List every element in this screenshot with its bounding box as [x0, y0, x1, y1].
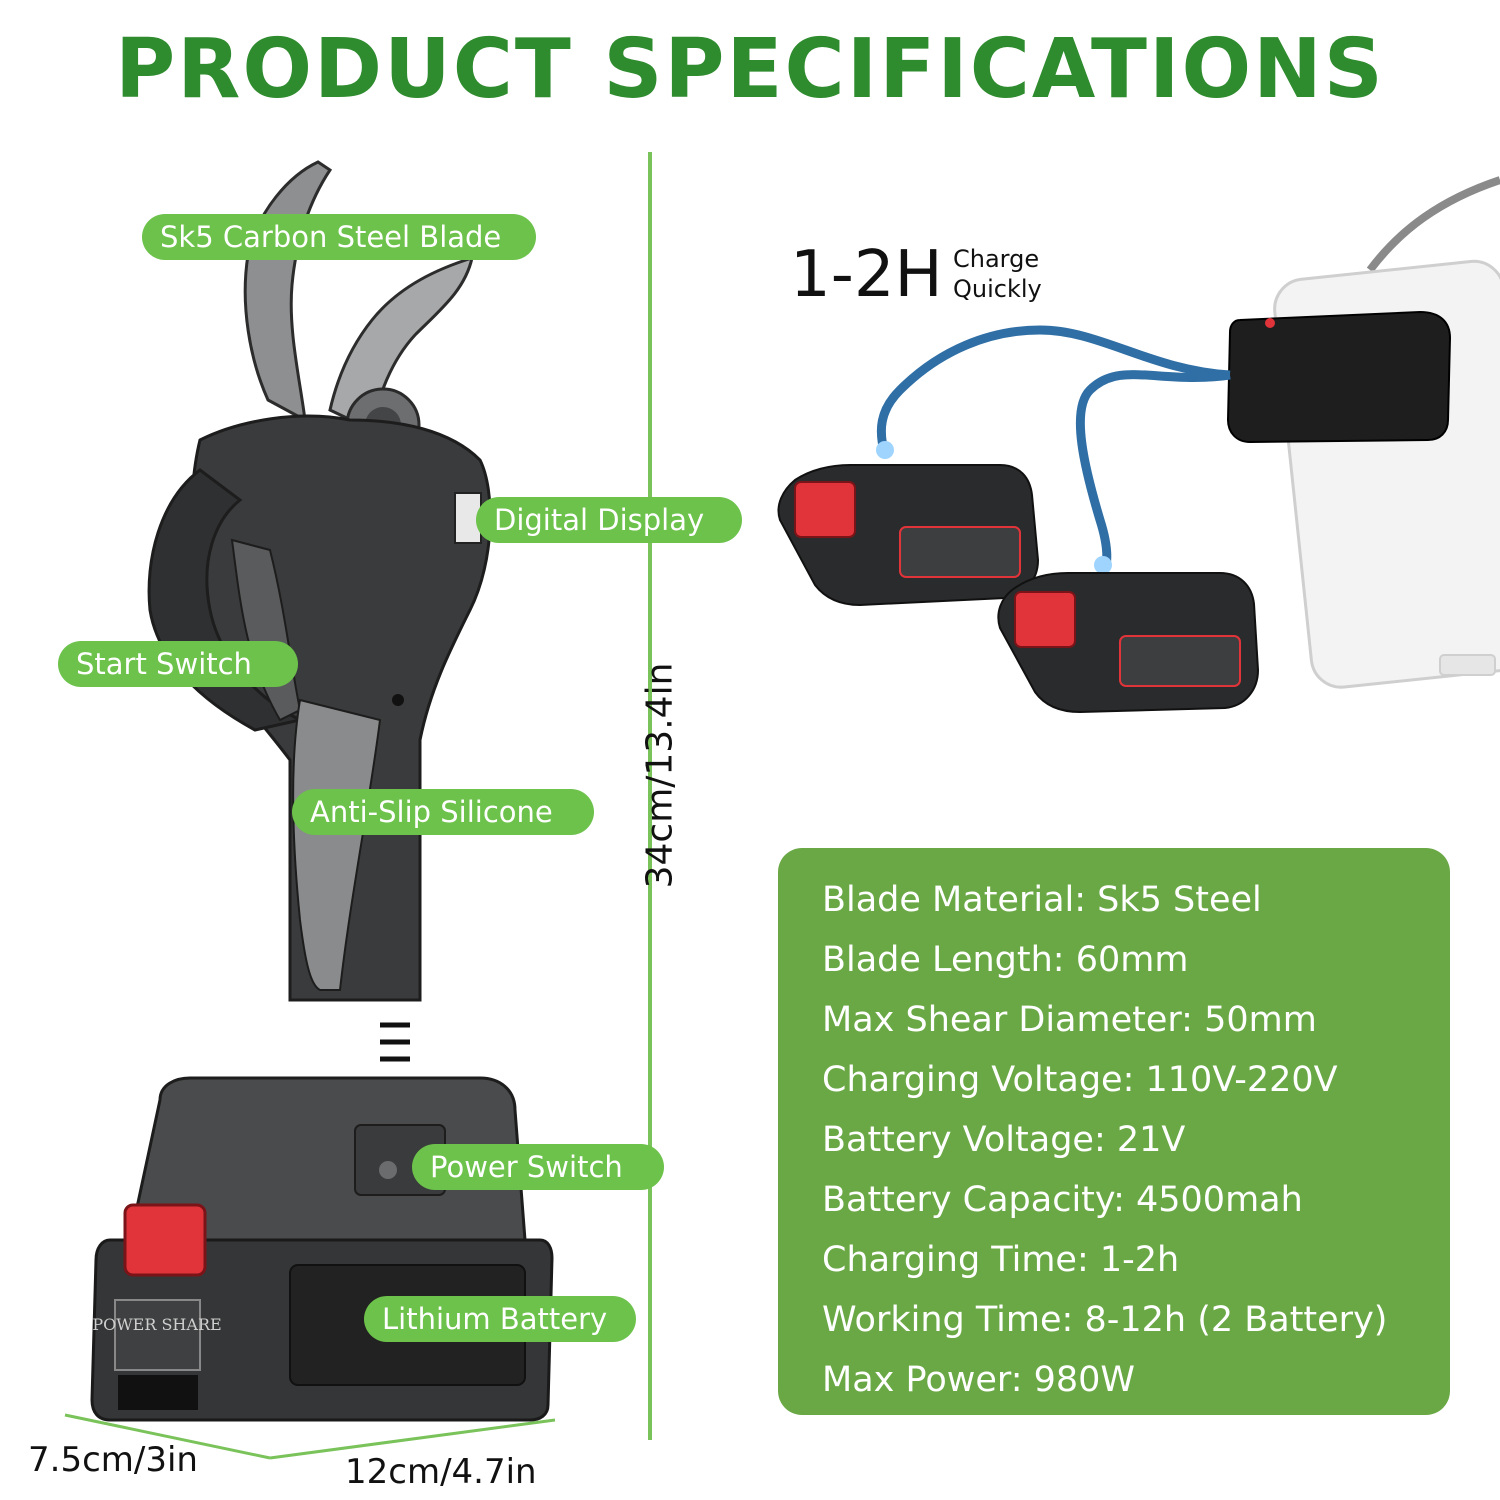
power-cable	[1366, 176, 1500, 273]
label-digital-display: Digital Display	[476, 497, 742, 543]
spec-line: Working Time: 8-12h (2 Battery)	[822, 1300, 1388, 1340]
battery-release-button	[123, 1203, 207, 1277]
page-title: PRODUCT SPECIFICATIONS	[115, 22, 1385, 117]
battery-housing	[128, 1076, 527, 1242]
label-start-switch: Start Switch	[58, 641, 298, 687]
charge-caption-line-1: Charge	[953, 245, 1040, 273]
power-switch-button	[379, 1161, 397, 1179]
cutting-blade	[328, 255, 475, 433]
label-anti-slip-silicone: Anti-Slip Silicone	[292, 789, 594, 835]
battery-branding: POWER SHARE	[92, 1315, 221, 1334]
height-dimension-label: 34cm/13.4in	[639, 662, 681, 889]
spec-line: Battery Capacity: 4500mah	[822, 1180, 1303, 1220]
label-lithium-battery: Lithium Battery	[364, 1296, 636, 1342]
spec-line: Max Power: 980W	[822, 1360, 1136, 1400]
charging-setup	[777, 176, 1500, 714]
label-blade: Sk5 Carbon Steel Blade	[142, 214, 536, 260]
spec-line: Blade Length: 60mm	[822, 940, 1189, 980]
charge-time: 1-2H	[790, 238, 943, 312]
label-power-switch: Power Switch	[412, 1144, 664, 1190]
depth-dimension-line	[64, 1413, 271, 1460]
charging-cable-1	[876, 325, 1231, 457]
spec-line: Charging Voltage: 110V-220V	[822, 1060, 1338, 1100]
charge-caption-line-2: Quickly	[953, 275, 1042, 303]
spare-battery-1	[777, 464, 1040, 607]
charger-adapter	[1226, 310, 1452, 444]
depth-dimension-label: 7.5cm/3in	[28, 1440, 198, 1480]
hook-blade	[243, 160, 333, 423]
charge-quickly-caption: Charge Quickly	[953, 244, 1042, 304]
spec-line: Max Shear Diameter: 50mm	[822, 1000, 1317, 1040]
spare-battery-2	[997, 572, 1260, 714]
spec-line: Charging Time: 1-2h	[822, 1240, 1180, 1280]
spec-line: Blade Material: Sk5 Steel	[822, 880, 1262, 920]
spec-line: Battery Voltage: 21V	[822, 1120, 1186, 1160]
width-dimension-label: 12cm/4.7in	[345, 1452, 537, 1492]
charging-cable-2	[1075, 370, 1231, 572]
width-dimension-line	[269, 1418, 556, 1460]
